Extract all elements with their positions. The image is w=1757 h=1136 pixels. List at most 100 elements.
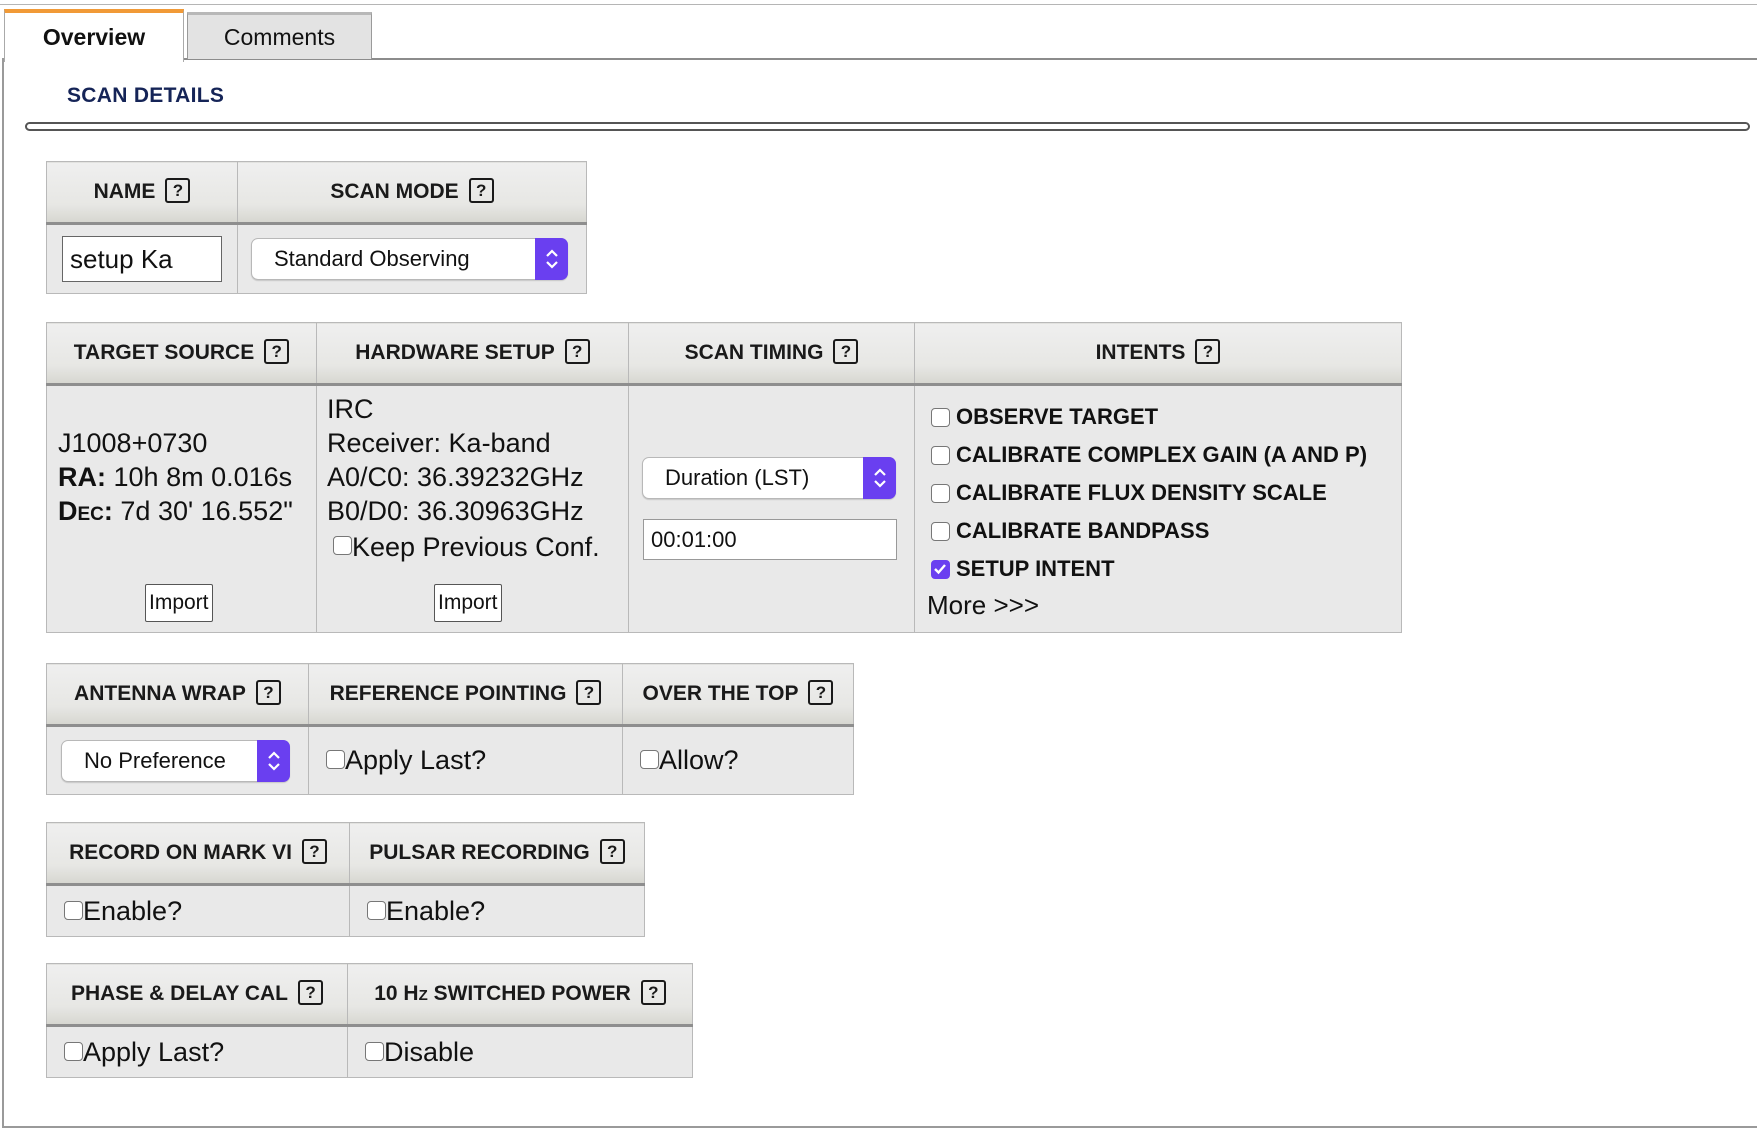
help-icon[interactable]: ? xyxy=(165,177,191,203)
mark-vi-enable-checkbox[interactable] xyxy=(64,900,83,920)
intent-label: CALIBRATE BANDPASS xyxy=(956,518,1210,543)
help-icon[interactable]: ? xyxy=(468,177,494,203)
keep-previous-label: Keep Previous Conf. xyxy=(352,531,600,562)
pointing-group: ANTENNA WRAP? REFERENCE POINTING? OVER T… xyxy=(46,663,854,795)
record-mark-vi-header-label: RECORD ON MARK VI xyxy=(69,840,292,864)
pulsar-recording-cell: Enable? xyxy=(349,884,645,937)
record-mark-vi-header: RECORD ON MARK VI? xyxy=(46,822,350,886)
help-icon[interactable]: ? xyxy=(1195,338,1221,364)
hardware-setup-cell: IRC Receiver: Ka-band A0/C0: 36.39232GHz… xyxy=(316,384,629,633)
chevron-up-down-icon xyxy=(863,457,896,499)
help-icon[interactable]: ? xyxy=(599,838,625,864)
phase-delay-header-label: PHASE & DELAY CAL xyxy=(70,981,289,1005)
reference-pointing-header-label: REFERENCE POINTING xyxy=(329,681,567,705)
switched-power-cell: Disable xyxy=(347,1025,693,1078)
pulsar-enable-checkbox[interactable] xyxy=(367,900,386,920)
name-input[interactable]: setup Ka xyxy=(62,236,222,282)
scan-mode-header: SCAN MODE? xyxy=(237,161,587,225)
antenna-wrap-header-label: ANTENNA WRAP xyxy=(74,681,246,705)
phase-delay-cell: Apply Last? xyxy=(46,1025,348,1078)
hardware-setup-header: HARDWARE SETUP? xyxy=(316,322,629,386)
hardware-line: Receiver: Ka-band xyxy=(327,428,551,458)
over-the-top-header: OVER THE TOP? xyxy=(622,663,854,727)
pulsar-recording-header-label: PULSAR RECORDING xyxy=(369,840,590,864)
intent-label: SETUP INTENT xyxy=(956,556,1115,581)
scan-mode-select[interactable]: Standard Observing xyxy=(251,238,568,280)
phase-apply-last-checkbox[interactable] xyxy=(64,1041,83,1061)
reference-pointing-cell: Apply Last? xyxy=(308,725,623,795)
intent-checkbox[interactable] xyxy=(931,521,950,541)
target-source-header: TARGET SOURCE? xyxy=(46,322,317,386)
name-header-label: NAME xyxy=(93,179,156,203)
disable-label: Disable xyxy=(384,1036,475,1067)
scan-timing-cell: Duration (LST) 00:01:00 xyxy=(628,384,915,633)
keep-previous-checkbox[interactable] xyxy=(333,536,352,556)
intent-checkbox[interactable] xyxy=(931,445,950,465)
apply-last-checkbox[interactable] xyxy=(326,750,345,769)
content-frame xyxy=(2,58,1757,1128)
intent-checkbox[interactable] xyxy=(931,407,950,427)
intents-header-label: INTENTS xyxy=(1095,340,1186,364)
source-name: J1008+0730 xyxy=(58,428,208,458)
intents-cell: OBSERVE TARGET CALIBRATE COMPLEX GAIN (A… xyxy=(914,384,1402,633)
scan-timing-header: SCAN TIMING? xyxy=(628,322,915,386)
name-mode-group: NAME? SCAN MODE? setup Ka Standard Obser… xyxy=(46,161,587,294)
main-setup-group: TARGET SOURCE? HARDWARE SETUP? SCAN TIMI… xyxy=(46,322,1402,633)
help-icon[interactable]: ? xyxy=(264,338,290,364)
help-icon[interactable]: ? xyxy=(255,679,281,705)
antenna-wrap-value: No Preference xyxy=(84,747,226,773)
hardware-line: A0/C0: 36.39232GHz xyxy=(327,462,584,492)
intent-label: OBSERVE TARGET xyxy=(956,404,1159,429)
phase-delay-header: PHASE & DELAY CAL? xyxy=(46,963,348,1027)
allow-label: Allow? xyxy=(659,745,739,775)
name-header: NAME? xyxy=(46,161,238,225)
hardware-line: IRC xyxy=(327,394,374,424)
dec-label: Dec: xyxy=(58,496,113,526)
scan-mode-header-label: SCAN MODE xyxy=(330,179,459,203)
target-source-cell: J1008+0730 RA: 10h 8m 0.016s Dec: 7d 30'… xyxy=(46,384,317,633)
section-divider xyxy=(25,122,1750,131)
help-icon[interactable]: ? xyxy=(576,679,602,705)
intents-header: INTENTS? xyxy=(914,322,1402,386)
calibration-group: PHASE & DELAY CAL? 10 Hz SWITCHED POWER?… xyxy=(46,963,693,1078)
help-icon[interactable]: ? xyxy=(301,838,327,864)
tab-overview[interactable]: Overview xyxy=(4,9,184,62)
import-source-button[interactable]: Import xyxy=(145,584,213,622)
chevron-up-down-icon xyxy=(257,739,290,782)
hardware-setup-header-label: HARDWARE SETUP xyxy=(355,340,555,364)
intent-checkbox-checked[interactable] xyxy=(931,559,950,579)
tab-comments[interactable]: Comments xyxy=(187,12,372,59)
timing-mode-value: Duration (LST) xyxy=(665,465,810,490)
recording-group: RECORD ON MARK VI? PULSAR RECORDING? Ena… xyxy=(46,822,645,937)
switched-power-header-label: 10 Hz SWITCHED POWER xyxy=(374,981,631,1005)
more-intents-link[interactable]: More >>> xyxy=(927,590,1040,620)
timing-mode-select[interactable]: Duration (LST) xyxy=(642,457,896,499)
pulsar-recording-header: PULSAR RECORDING? xyxy=(349,822,645,886)
reference-pointing-header: REFERENCE POINTING? xyxy=(308,663,623,727)
mark-vi-enable-label: Enable? xyxy=(83,895,183,926)
section-title: SCAN DETAILS xyxy=(67,84,225,107)
ra-label: RA: xyxy=(58,462,106,492)
help-icon[interactable]: ? xyxy=(640,979,666,1005)
antenna-wrap-header: ANTENNA WRAP? xyxy=(46,663,309,727)
record-mark-vi-cell: Enable? xyxy=(46,884,350,937)
help-icon[interactable]: ? xyxy=(564,338,590,364)
help-icon[interactable]: ? xyxy=(298,979,324,1005)
import-hardware-button[interactable]: Import xyxy=(434,584,502,622)
apply-last-label: Apply Last? xyxy=(345,745,487,775)
hardware-line: B0/D0: 36.30963GHz xyxy=(327,496,584,526)
allow-checkbox[interactable] xyxy=(640,750,659,769)
over-the-top-cell: Allow? xyxy=(622,725,854,795)
intent-label: CALIBRATE FLUX DENSITY SCALE xyxy=(956,480,1327,505)
tab-rule xyxy=(184,58,1757,60)
help-icon[interactable]: ? xyxy=(833,338,859,364)
disable-checkbox[interactable] xyxy=(365,1041,384,1061)
help-icon[interactable]: ? xyxy=(808,679,834,705)
ra-value: 10h 8m 0.016s xyxy=(113,462,293,492)
intent-checkbox[interactable] xyxy=(931,483,950,503)
intent-label: CALIBRATE COMPLEX GAIN (A AND P) xyxy=(956,442,1368,467)
duration-input[interactable]: 00:01:00 xyxy=(643,519,897,560)
antenna-wrap-select[interactable]: No Preference xyxy=(61,739,290,782)
scan-mode-value: Standard Observing xyxy=(274,246,470,271)
over-the-top-header-label: OVER THE TOP xyxy=(642,681,799,705)
